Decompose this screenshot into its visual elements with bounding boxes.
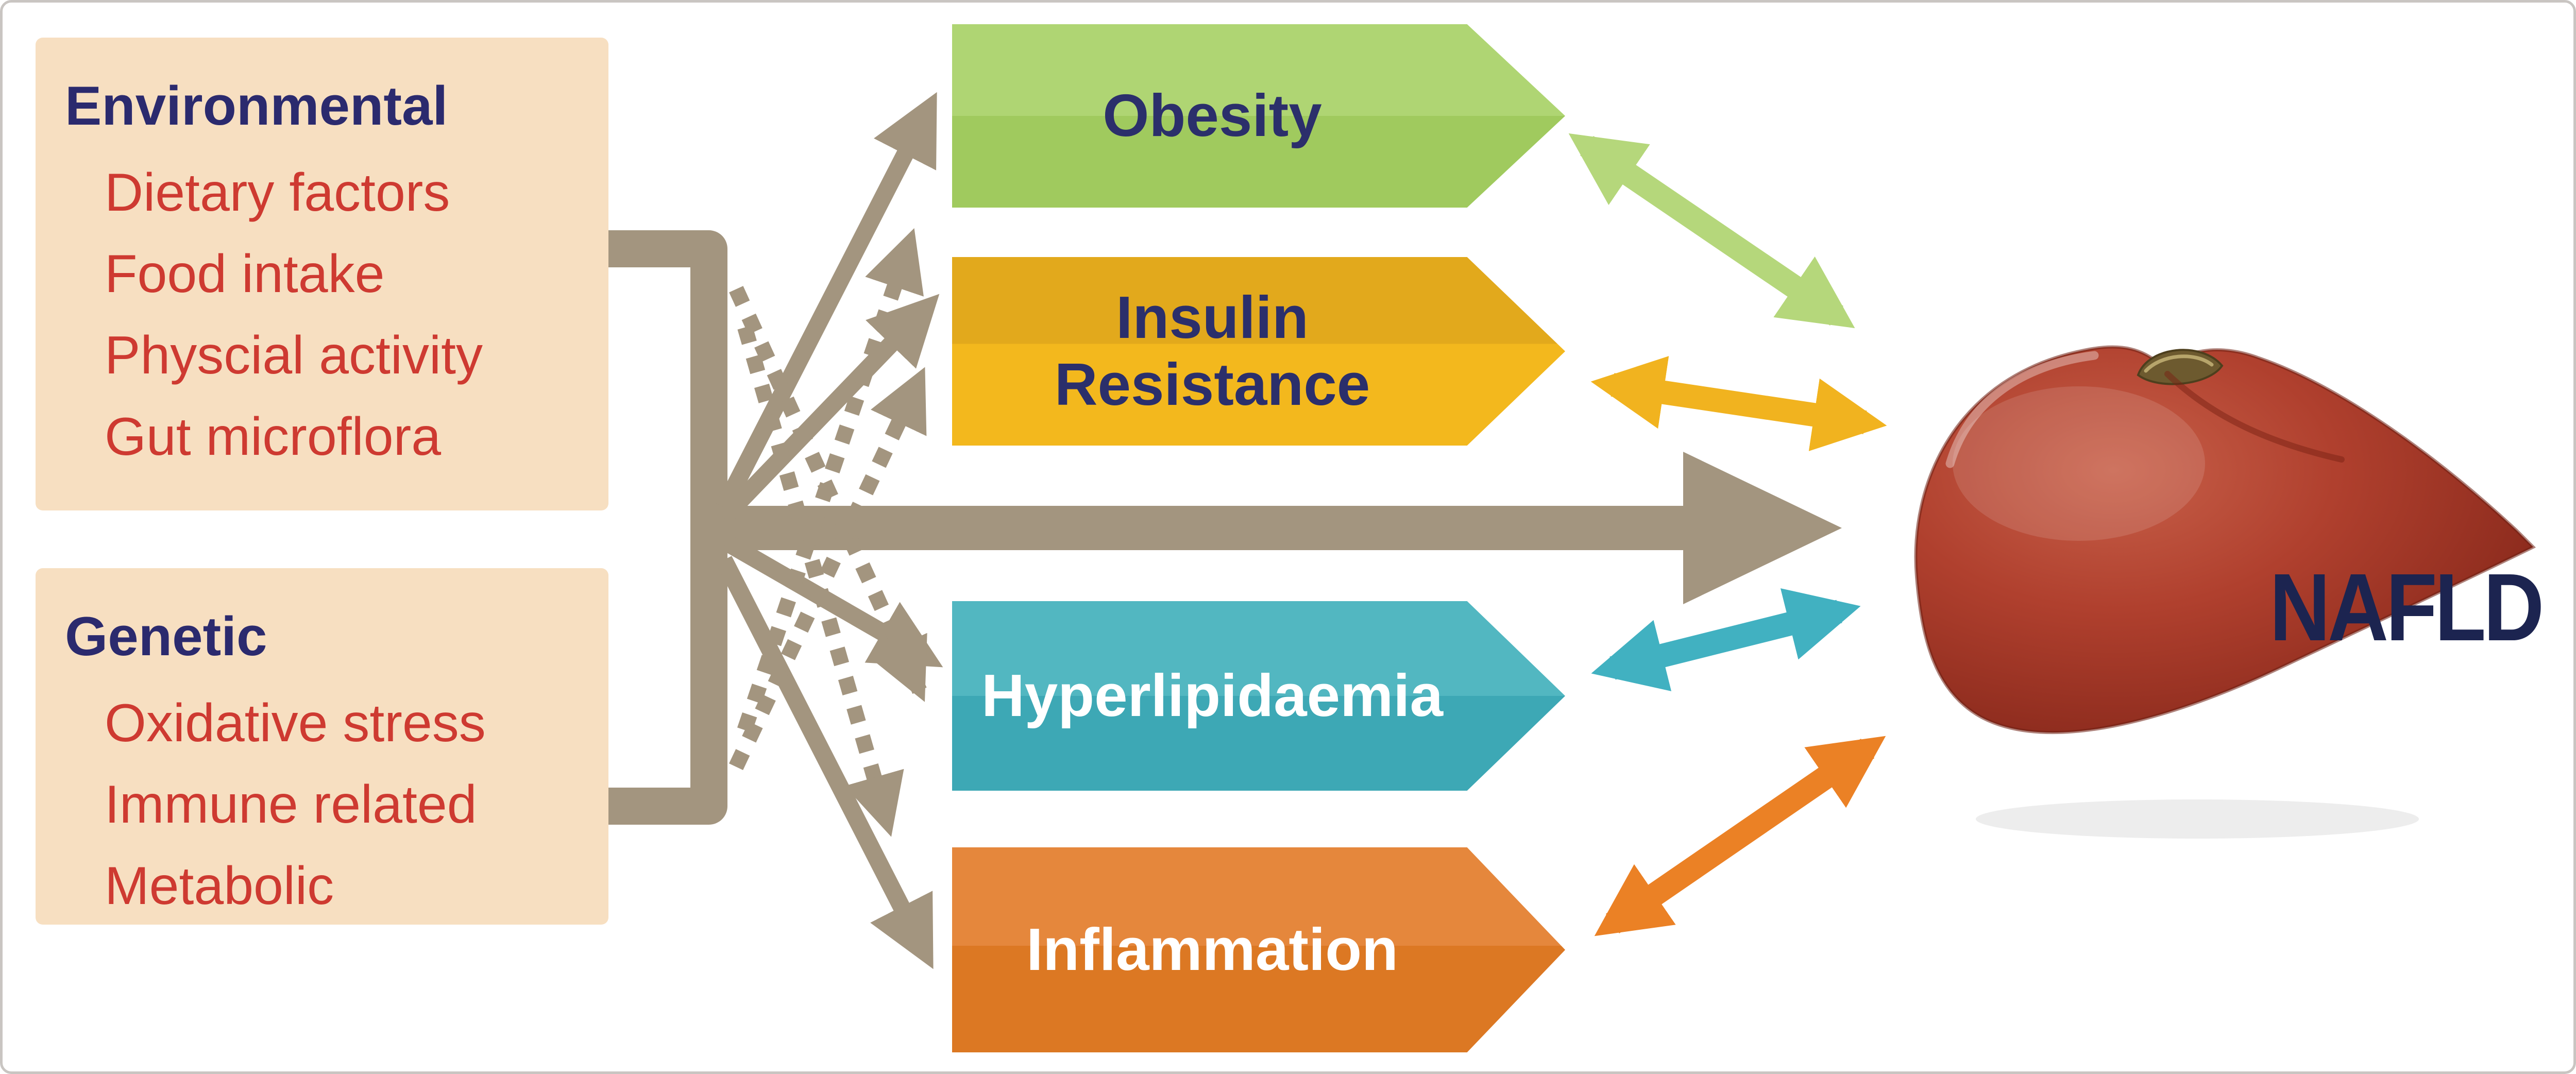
genetic-heading: Genetic bbox=[65, 605, 267, 667]
banner-hyperlipidaemia: Hyperlipidaemia bbox=[952, 601, 1565, 791]
list-item: Gut microflora bbox=[105, 407, 442, 467]
banner-insulin-line1: Insulin bbox=[1116, 284, 1309, 351]
banner-inflammation: Inflammation bbox=[952, 847, 1565, 1052]
gallbladder-highlight bbox=[2144, 354, 2214, 373]
arrow-to-insulin bbox=[717, 294, 940, 524]
dotted-arrow-up-2 bbox=[737, 228, 924, 733]
arrow-to-obesity bbox=[716, 92, 937, 512]
liver-body bbox=[1914, 345, 2536, 735]
double-arrow-insulin bbox=[1590, 356, 1887, 451]
genetic-box: Genetic Oxidative stress Immune related … bbox=[36, 568, 608, 925]
dotted-arrow-down-1 bbox=[729, 286, 927, 702]
nafld-label: NAFLD bbox=[2269, 554, 2544, 661]
liver-shadow bbox=[1976, 799, 2419, 839]
banner-insulin-resistance: Insulin Resistance bbox=[952, 257, 1565, 446]
double-arrow-obesity bbox=[1568, 133, 1855, 329]
list-item: Dietary factors bbox=[105, 163, 450, 223]
lobe-seam bbox=[2164, 371, 2345, 463]
dotted-arrow-down-2 bbox=[737, 325, 904, 837]
banner-inflammation-label: Inflammation bbox=[1026, 916, 1398, 983]
double-arrow-inflammation bbox=[1594, 736, 1886, 936]
banner-insulin-line2: Resistance bbox=[1054, 351, 1370, 418]
arrow-to-hyperlipidaemia bbox=[722, 535, 943, 668]
list-item: Physcial activity bbox=[105, 326, 483, 386]
environmental-box: Environmental Dietary factors Food intak… bbox=[36, 38, 608, 510]
environmental-heading: Environmental bbox=[65, 75, 448, 137]
bracket-connector bbox=[590, 230, 727, 825]
list-item: Oxidative stress bbox=[105, 693, 486, 753]
main-arrow bbox=[709, 452, 1842, 604]
fan-arrows bbox=[716, 92, 943, 969]
double-arrows bbox=[1568, 133, 1887, 936]
dotted-cross-arrows bbox=[729, 228, 927, 837]
banner-obesity-label: Obesity bbox=[1103, 82, 1322, 149]
double-arrow-hyperlipidaemia bbox=[1591, 588, 1861, 691]
liver-svg bbox=[1914, 345, 2536, 839]
banner-hyperlipidaemia-label: Hyperlipidaemia bbox=[981, 662, 1444, 729]
dotted-arrow-up-1 bbox=[729, 367, 927, 770]
list-item: Immune related bbox=[105, 775, 477, 835]
banner-obesity: Obesity bbox=[952, 24, 1565, 208]
liver-rim-highlight bbox=[1945, 351, 2099, 468]
liver-sheen bbox=[1953, 386, 2205, 541]
list-item: Metabolic bbox=[105, 856, 334, 916]
list-item: Food intake bbox=[105, 244, 385, 304]
arrow-to-inflammation bbox=[716, 556, 934, 969]
liver-illustration bbox=[1878, 288, 2568, 850]
